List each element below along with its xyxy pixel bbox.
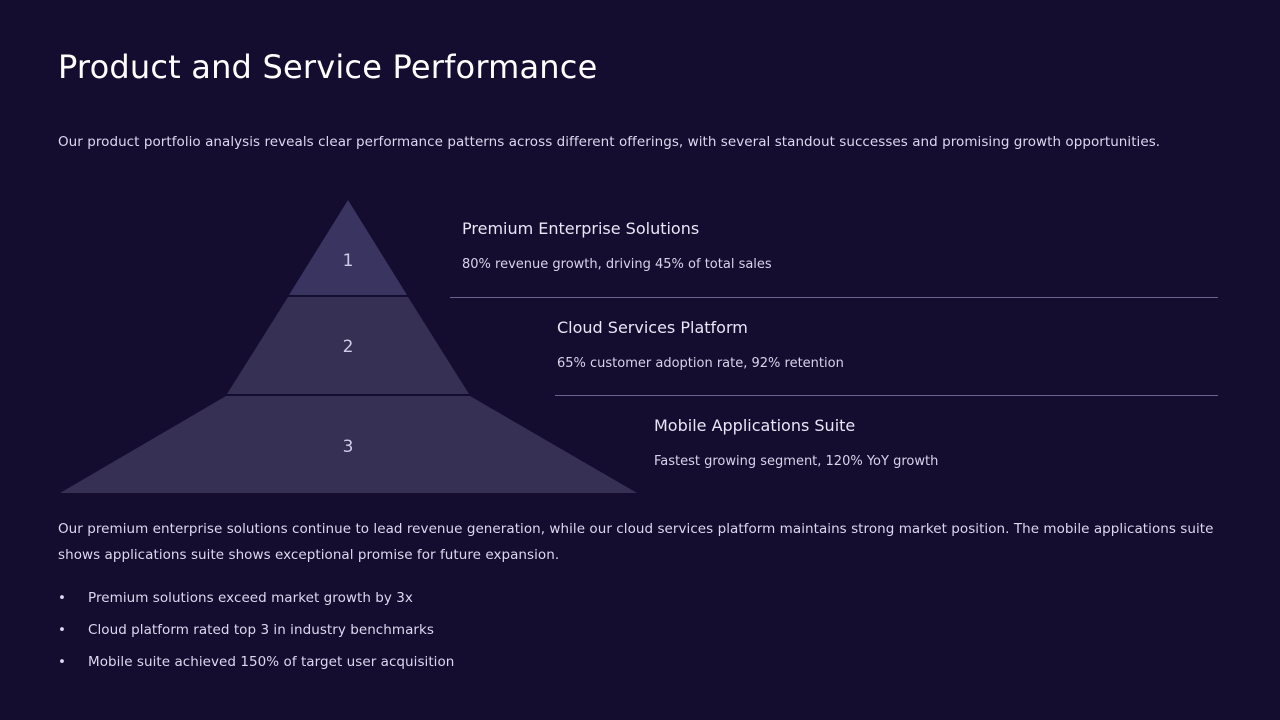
pyramid-divider-1 <box>450 297 1218 298</box>
bullet-icon: • <box>58 654 66 670</box>
page-title: Product and Service Performance <box>58 48 598 86</box>
pyramid-level-1-number: 1 <box>342 251 354 271</box>
pyramid-divider-2 <box>555 395 1218 396</box>
pyramid-level-2-description: 65% customer adoption rate, 92% retentio… <box>557 356 844 372</box>
pyramid-level-2-number: 2 <box>342 337 354 357</box>
pyramid-level-2-shape[interactable] <box>227 297 469 394</box>
pyramid-level-1-description: 80% revenue growth, driving 45% of total… <box>462 257 772 273</box>
body-paragraph: Our premium enterprise solutions continu… <box>58 521 1214 564</box>
slide-subtitle: Our product portfolio analysis reveals c… <box>58 134 1161 150</box>
bullet-list: • Premium solutions exceed market growth… <box>58 588 958 684</box>
pyramid-diagram <box>60 198 640 494</box>
list-item: • Mobile suite achieved 150% of target u… <box>58 652 958 684</box>
pyramid-level-1-title: Premium Enterprise Solutions <box>462 219 700 238</box>
pyramid-level-1-text: Premium Enterprise Solutions 80% revenue… <box>462 219 772 274</box>
pyramid-level-3-description: Fastest growing segment, 120% YoY growth <box>654 454 939 470</box>
pyramid-level-2-title: Cloud Services Platform <box>557 318 748 337</box>
pyramid-level-2-text: Cloud Services Platform 65% customer ado… <box>557 318 844 373</box>
bullet-icon: • <box>58 590 66 606</box>
pyramid-shape <box>60 200 637 493</box>
list-item: • Premium solutions exceed market growth… <box>58 588 958 620</box>
list-item-label: Mobile suite achieved 150% of target use… <box>88 654 455 670</box>
pyramid-level-3-number: 3 <box>342 437 354 457</box>
list-item-label: Premium solutions exceed market growth b… <box>88 590 413 606</box>
pyramid-level-3-title: Mobile Applications Suite <box>654 416 856 435</box>
pyramid-level-1-shape[interactable] <box>289 200 407 295</box>
pyramid-level-3-text: Mobile Applications Suite Fastest growin… <box>654 416 938 471</box>
list-item: • Cloud platform rated top 3 in industry… <box>58 620 958 652</box>
bullet-icon: • <box>58 622 66 638</box>
pyramid-level-3-shape[interactable] <box>60 396 637 493</box>
list-item-label: Cloud platform rated top 3 in industry b… <box>88 622 434 638</box>
